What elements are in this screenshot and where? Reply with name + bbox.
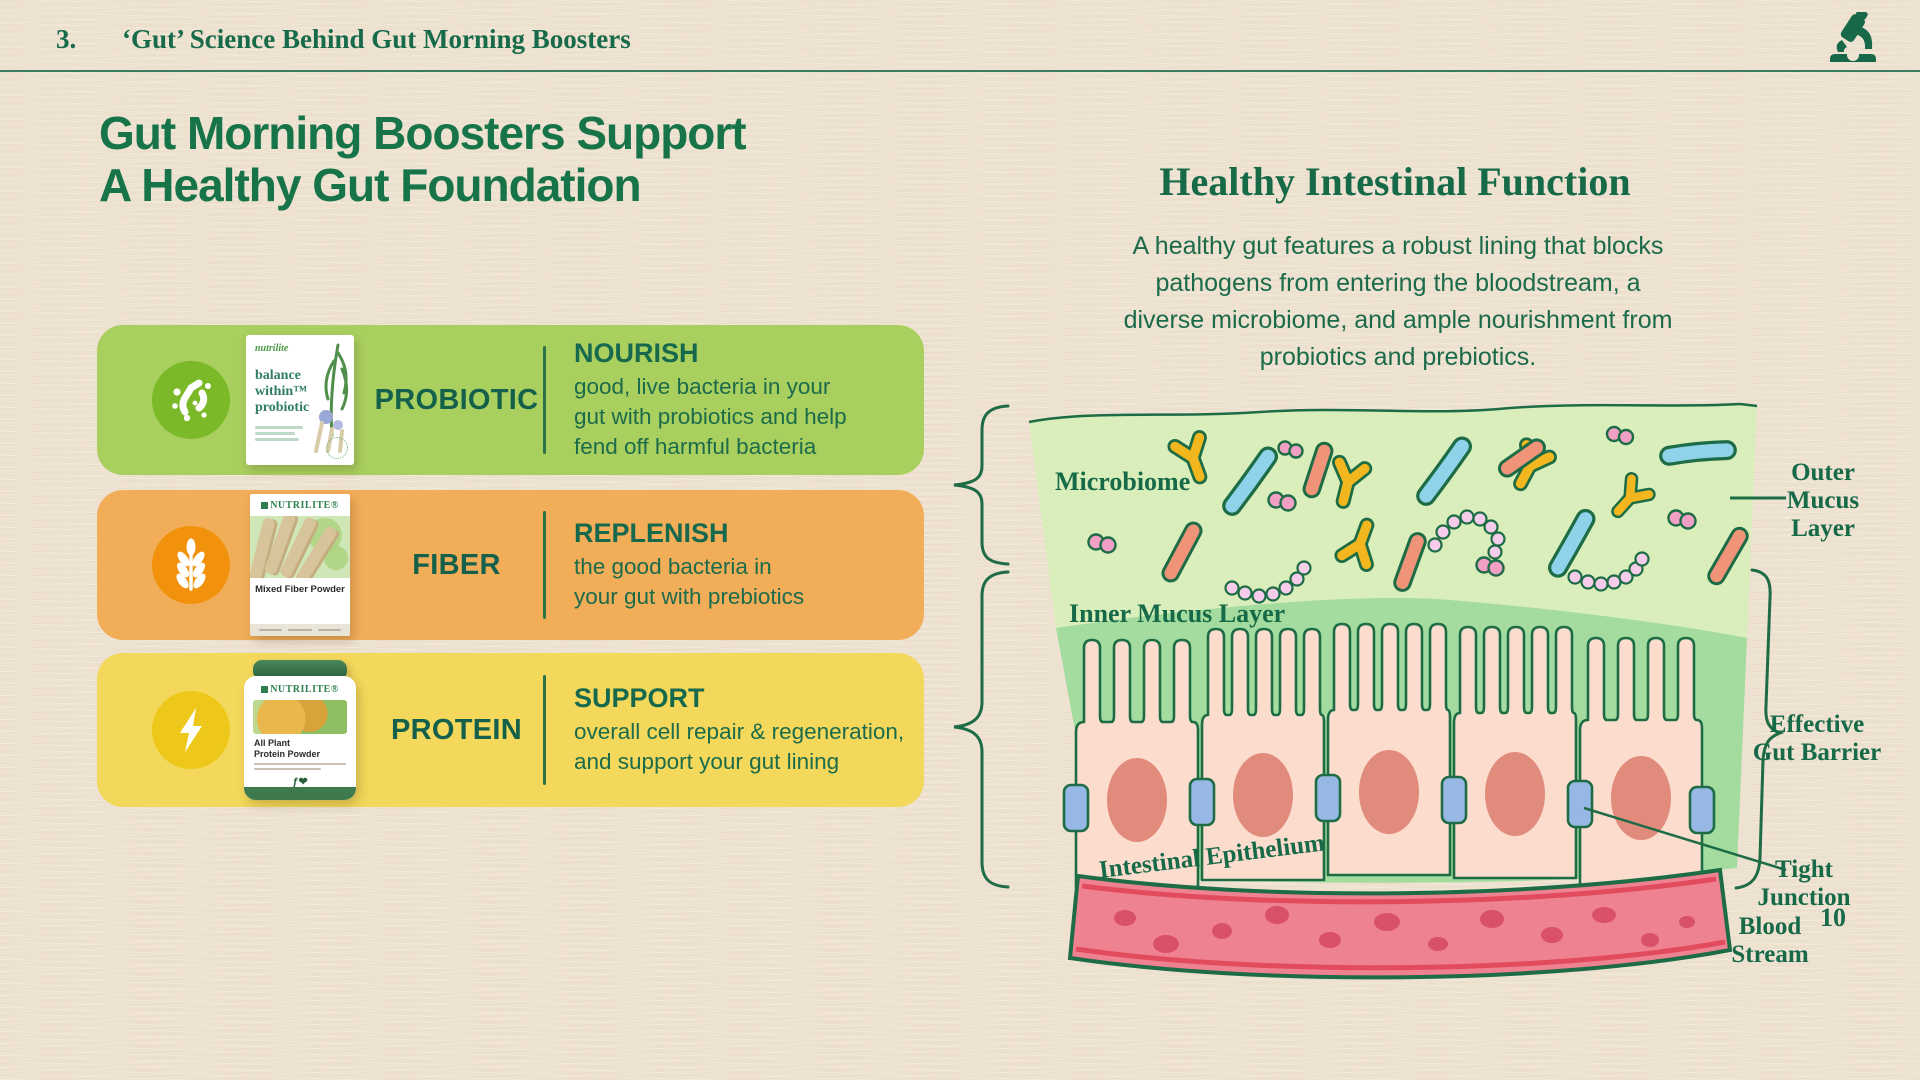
product-brand: NUTRILITE®	[270, 684, 339, 695]
slide-header-title: ‘Gut’ Science Behind Gut Morning Booster…	[122, 24, 631, 54]
diagram-description: A healthy gut features a robust lining t…	[1123, 232, 1673, 371]
gut-barrier-brace	[1734, 568, 1785, 890]
booster-cards: nutrilite balance within™ probiotic	[97, 325, 924, 807]
card-body-text: overall cell repair & regeneration, and …	[574, 719, 905, 774]
card-protein: NUTRILITE® All Plant Protein Powder ƒ❤ P…	[97, 653, 924, 807]
outer-mucus-top-edge	[1028, 402, 1758, 424]
product-marks: ƒ❤	[292, 775, 308, 788]
product-mixed-fiber-powder: NUTRILITE® Mixed Fiber Powder	[250, 494, 350, 636]
card-heading-nourish: NOURISH	[574, 338, 699, 369]
left-brace-top	[953, 404, 1010, 566]
wheat-icon	[152, 526, 230, 604]
microbiome-microbes	[1087, 425, 1749, 604]
page-title-line1: Gut Morning Boosters Support	[99, 107, 747, 159]
product-photo	[250, 516, 350, 578]
label-tight-junction-2: Junction	[1757, 884, 1850, 911]
label-blood-stream-2: Stream	[1731, 941, 1808, 968]
label-outer-mucus-1: Outer	[1791, 459, 1855, 486]
label-inner-mucus-layer: Inner Mucus Layer	[1069, 599, 1285, 628]
probiotic-bacteria-icon	[152, 361, 230, 439]
tight-junctions	[1062, 773, 1716, 835]
product-badge	[326, 437, 348, 459]
card-divider	[543, 346, 546, 454]
card-probiotic: nutrilite balance within™ probiotic	[97, 325, 924, 475]
label-gut-barrier-1: Effective	[1770, 711, 1864, 738]
product-photo	[252, 700, 348, 734]
left-brace-bottom	[953, 570, 1010, 889]
product-brand: NUTRILITE®	[270, 500, 339, 511]
label-tight-junction-1: Tight	[1775, 856, 1834, 883]
product-name: Mixed Fiber Powder	[255, 584, 345, 595]
lightning-icon	[152, 691, 230, 769]
product-fine-print	[255, 426, 354, 442]
slide-number: 3.	[56, 24, 77, 54]
product-name: balance	[255, 368, 301, 383]
tight-junction-pointer	[1583, 806, 1787, 872]
product-fine-print	[250, 624, 350, 636]
product-name: All Plant	[254, 738, 291, 748]
intestinal-function-diagram: Microbiome Inner Mucus Layer Intestinal …	[953, 402, 1881, 980]
card-heading-replenish: REPLENISH	[574, 518, 729, 549]
card-label-protein: PROTEIN	[391, 713, 522, 746]
jar-band	[244, 787, 356, 800]
card-divider	[543, 674, 546, 786]
product-all-plant-protein-powder: NUTRILITE® All Plant Protein Powder ƒ❤	[244, 660, 356, 800]
page-number: 10	[1820, 903, 1846, 932]
card-divider	[543, 511, 546, 619]
product-fine-print	[244, 762, 356, 770]
product-balance-within-probiotic: nutrilite balance within™ probiotic	[246, 335, 354, 465]
blood-stream	[1067, 867, 1733, 980]
label-gut-barrier-2: Gut Barrier	[1753, 739, 1881, 766]
microscope-icon	[1830, 12, 1876, 62]
card-label-fiber: FIBER	[412, 548, 501, 581]
epithelial-cells	[1074, 622, 1704, 889]
product-name: within™	[255, 384, 308, 400]
label-outer-mucus-2: Mucus	[1787, 487, 1860, 514]
card-heading-support: SUPPORT	[574, 683, 705, 714]
card-body-text: good, live bacteria in your gut with pro…	[574, 374, 847, 459]
card-label-probiotic: PROBIOTIC	[374, 383, 539, 416]
product-name: probiotic	[255, 400, 310, 416]
page-title-line2: A Healthy Gut Foundation	[99, 158, 642, 211]
header-divider	[0, 70, 1920, 72]
diagram-title: Healthy Intestinal Function	[1159, 159, 1631, 204]
jar-lid	[253, 660, 347, 680]
product-brand: nutrilite	[255, 343, 289, 354]
label-microbiome: Microbiome	[1055, 467, 1190, 496]
page-title: Gut Morning Boosters Support A Healthy G…	[99, 107, 747, 212]
label-blood-stream-1: Blood	[1739, 913, 1802, 940]
label-outer-mucus-3: Layer	[1791, 515, 1855, 542]
cell-nuclei	[1107, 750, 1671, 842]
card-body-text: the good bacteria in your gut with prebi…	[574, 554, 805, 609]
product-name: Protein Powder	[254, 748, 321, 759]
card-fiber: NUTRILITE® Mixed Fiber Powder FIBER REPL…	[97, 490, 924, 640]
